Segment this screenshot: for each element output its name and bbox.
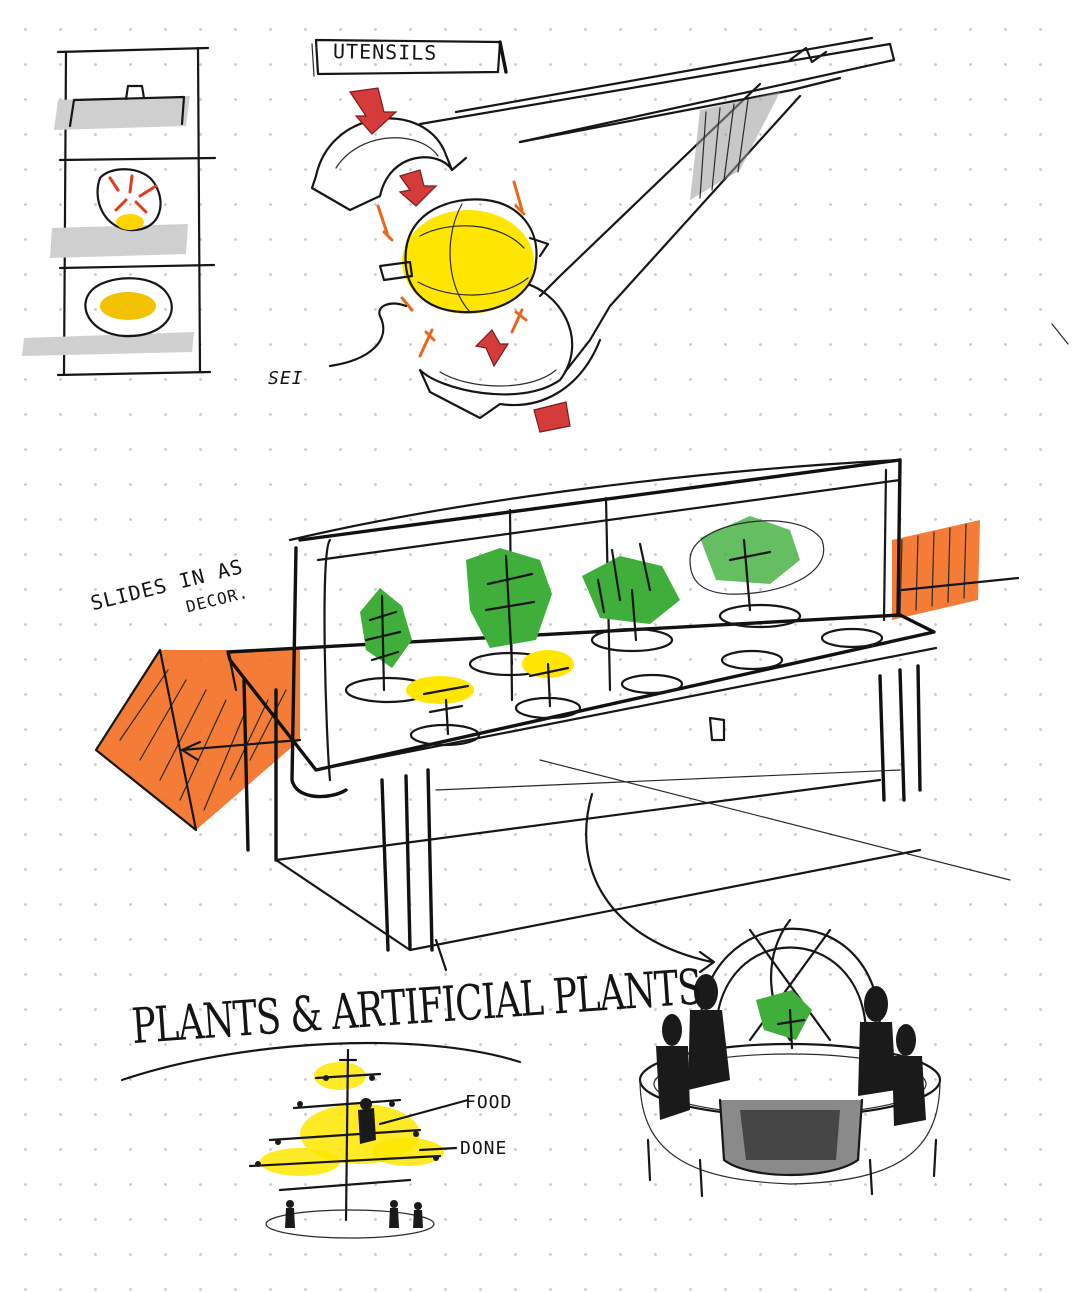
dish-served-panel: [22, 277, 194, 356]
food-label: FOOD: [465, 1092, 513, 1113]
stray-mark: [1051, 323, 1069, 345]
artificial-tree-sketch: [120, 1041, 522, 1239]
done-label: DONE: [460, 1138, 508, 1159]
lid-closed-panel: [54, 84, 190, 130]
utensils-sign: [311, 38, 508, 77]
storyboard-panels: [22, 46, 217, 377]
connector-arrow: [585, 792, 716, 974]
utensils-label: UTENSILS: [332, 39, 438, 65]
planter-counter-sketch: [94, 458, 1011, 972]
slides-arrow: [180, 576, 1020, 762]
sei-label: SEI: [268, 368, 304, 389]
tongs-sketch: [310, 36, 896, 433]
dome-table-sketch: [638, 918, 942, 1198]
lid-opening-panel: [50, 168, 188, 258]
